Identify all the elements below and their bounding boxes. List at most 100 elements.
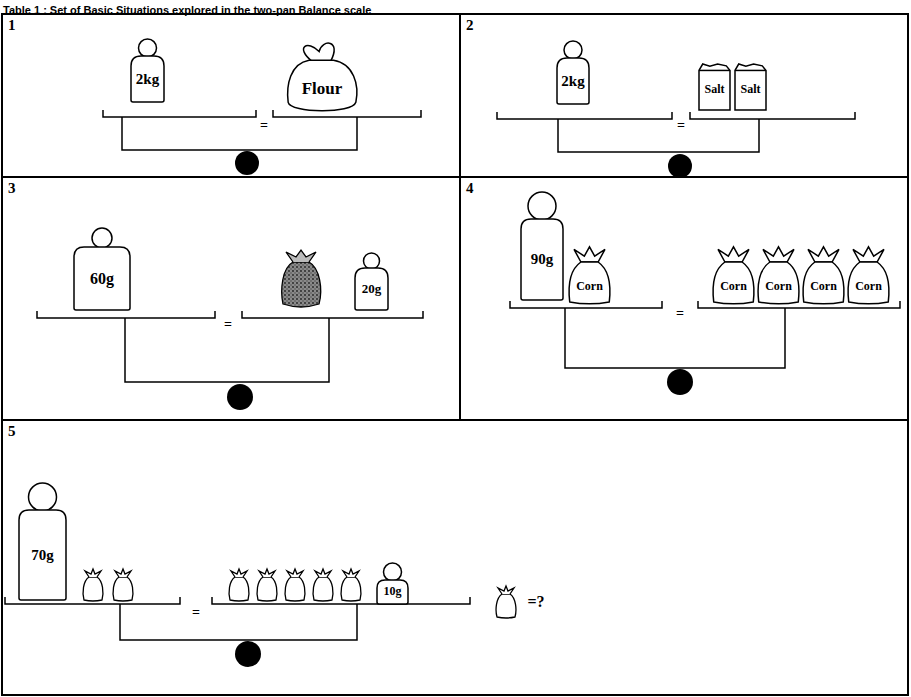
scale-beam	[565, 308, 785, 368]
bag-tie	[763, 247, 794, 262]
fulcrum	[227, 384, 253, 410]
table-cell: 12kgFlour	[2, 14, 460, 177]
scale-beam	[125, 318, 329, 382]
weight-head	[92, 228, 112, 248]
table-frame	[2, 14, 908, 695]
weight-body: 70g	[19, 510, 66, 600]
small-bag	[285, 569, 305, 601]
equals-sign: =	[192, 605, 200, 620]
bag-fold	[699, 70, 730, 72]
bag-label: Corn	[810, 273, 837, 293]
label-slot: =	[224, 315, 232, 333]
bag-label: Corn	[855, 273, 882, 293]
right-pan	[690, 112, 855, 119]
weight-head	[528, 192, 556, 220]
equals-sign: =	[260, 118, 268, 133]
bag-body	[848, 262, 889, 304]
title-box: Table 1 : Set of Basic Situations explor…	[3, 0, 371, 18]
weight-body-shape	[355, 268, 388, 310]
salt-bag: Salt	[699, 64, 730, 110]
label-slot: =	[192, 603, 200, 621]
fulcrum	[668, 154, 692, 178]
flour-bag: Flour	[286, 58, 358, 112]
corn-bag: Corn	[568, 262, 611, 304]
weight-body-shape	[377, 580, 408, 604]
equals-sign: =	[676, 306, 684, 321]
panel-number: 2	[466, 17, 474, 34]
bag-body	[569, 262, 610, 304]
bag-tie	[286, 250, 316, 262]
bag-body	[288, 60, 357, 111]
corn-bag: Corn	[712, 262, 755, 304]
label-slot: =	[260, 116, 268, 134]
weight-body-shape	[19, 510, 66, 600]
table-cell: 5 70g 10g	[2, 420, 908, 695]
weight-label: 2kg	[561, 73, 584, 90]
weight-head	[564, 41, 582, 59]
left-pan	[103, 110, 256, 117]
weight-head	[139, 39, 157, 57]
salt-bag: Salt	[735, 64, 766, 110]
bag-tie	[304, 43, 335, 61]
fulcrum	[235, 641, 261, 667]
panel-number: 1	[8, 17, 16, 34]
weight-body-shape	[131, 56, 164, 102]
weight-label: 90g	[531, 251, 554, 268]
bag-tie	[808, 247, 839, 262]
bag-label: Corn	[576, 273, 603, 293]
weight-label: 20g	[362, 282, 382, 296]
equals-sign: =	[224, 317, 232, 332]
weight-head	[364, 253, 380, 269]
weight-label: 10g	[384, 585, 402, 598]
bag-label: Corn	[765, 273, 792, 293]
weight-body: 20g	[355, 268, 388, 310]
fulcrum	[667, 369, 693, 395]
small-bag	[341, 569, 361, 601]
unknown-bag-icon	[496, 586, 516, 618]
weight-body: 2kg	[557, 58, 589, 104]
unknown-question: =?	[527, 593, 544, 611]
weight-head	[384, 563, 402, 581]
bag-label: Salt	[704, 77, 724, 96]
weight-body: 10g	[377, 580, 408, 604]
panel-number: 5	[8, 423, 16, 440]
weight-label: 60g	[90, 270, 114, 288]
corn-bag: Corn	[847, 262, 890, 304]
small-bag	[113, 569, 133, 601]
table-cell: 4 90gCorn Corn Corn Corn Corn	[460, 177, 908, 420]
weight-body-shape	[521, 219, 563, 300]
label-slot: =?	[527, 593, 544, 611]
table-cell: 2 2kg Salt Salt	[460, 14, 908, 177]
small-bag	[83, 569, 103, 601]
corn-bag: Corn	[757, 262, 800, 304]
scale-beam	[122, 117, 357, 150]
scale-beam	[558, 119, 759, 152]
small-bag	[257, 569, 277, 601]
table-title: Table 1 : Set of Basic Situations explor…	[3, 4, 371, 16]
bag-label: Flour	[302, 72, 343, 99]
weight-head	[29, 483, 57, 511]
panel-number: 3	[8, 180, 16, 197]
panel-number: 4	[466, 180, 474, 197]
weight-body-shape	[557, 58, 589, 104]
scale-beam	[120, 604, 357, 640]
equals-sign: =	[677, 118, 685, 133]
small-bag	[313, 569, 333, 601]
table-cell: 3 60g 20g	[2, 177, 460, 420]
weight-body-shape	[74, 247, 130, 310]
right-pan	[242, 311, 423, 318]
bag-tie	[718, 247, 749, 262]
bag-body	[699, 64, 730, 110]
left-pan	[37, 311, 215, 318]
shaded-bag	[282, 262, 321, 307]
right-pan	[273, 110, 421, 117]
fulcrum	[235, 151, 259, 175]
weight-body: 90g	[521, 219, 563, 300]
weight-label: 70g	[31, 547, 54, 564]
bag-body	[713, 262, 754, 304]
left-pan	[497, 112, 672, 119]
bag-body	[735, 64, 766, 110]
